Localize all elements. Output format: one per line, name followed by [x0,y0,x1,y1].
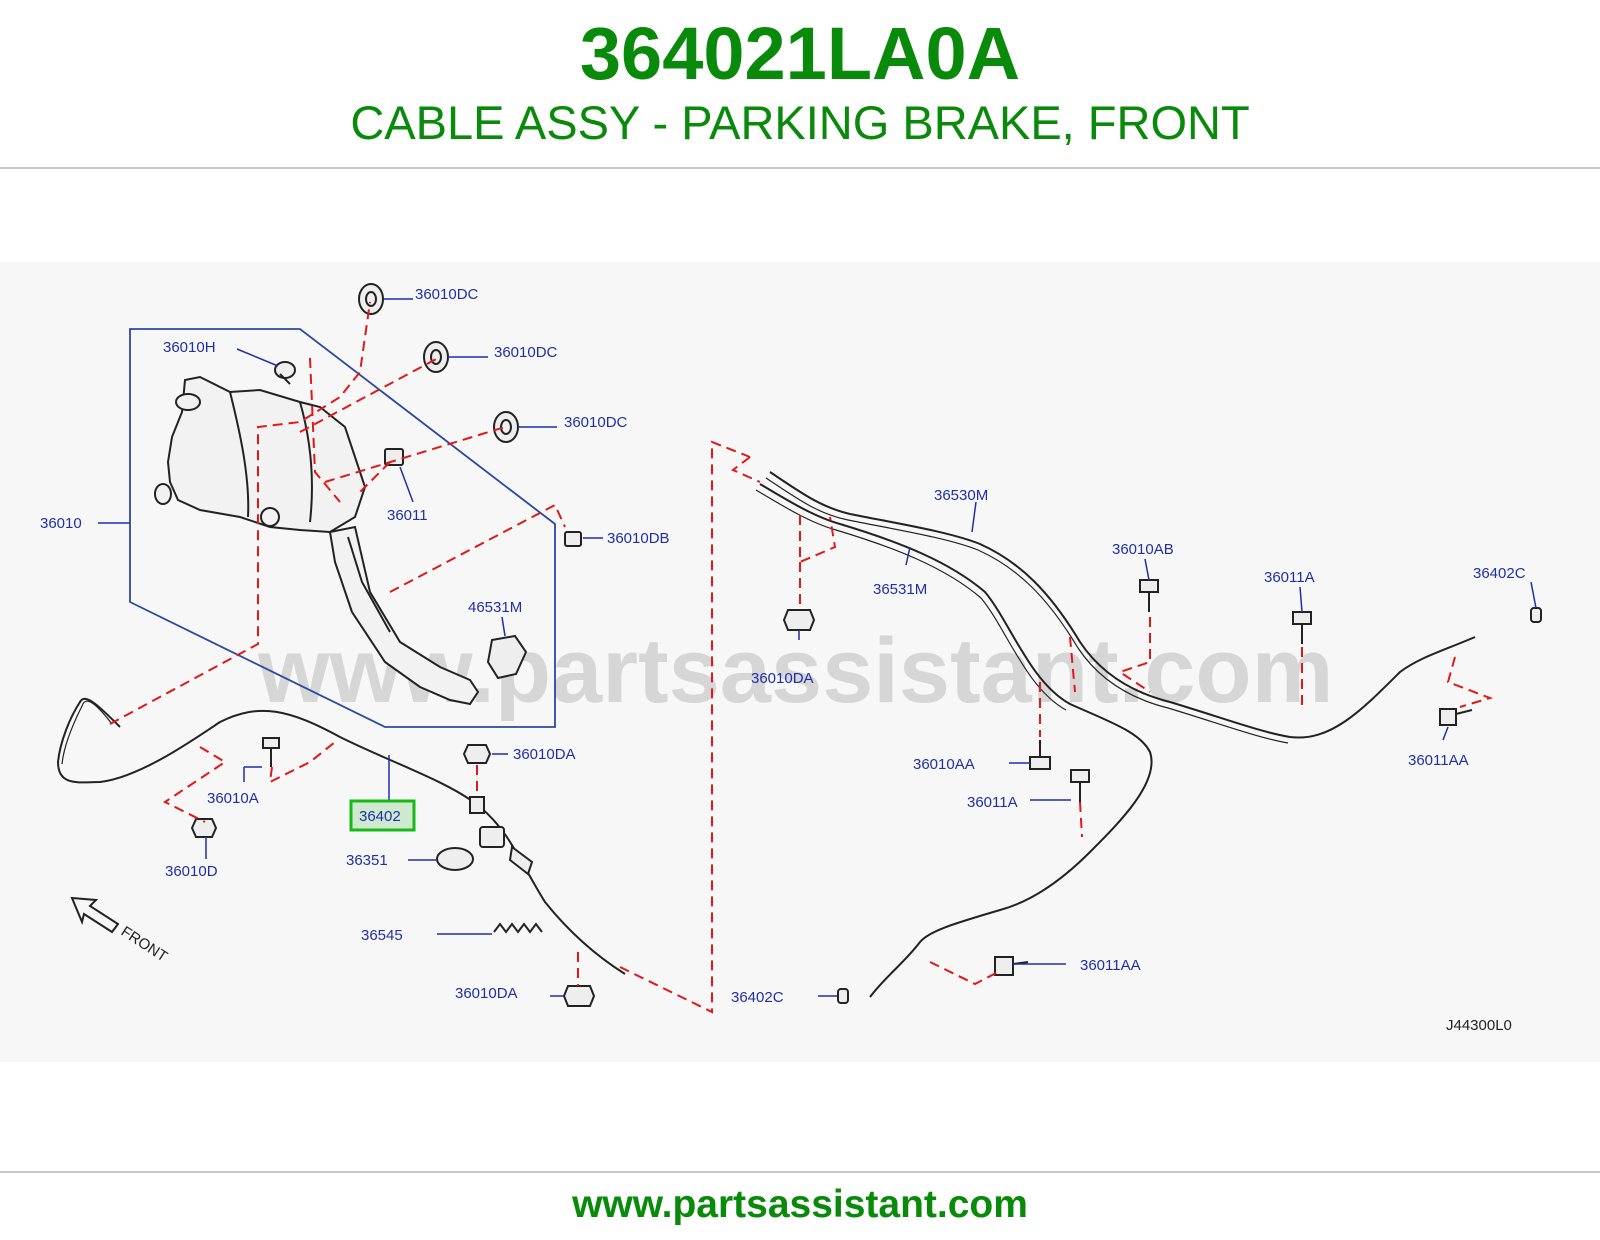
end-36402c-top [1530,607,1542,623]
part-number: 364021LA0A [579,12,1021,95]
pedal-arm [328,525,480,706]
spring-36545 [493,922,543,934]
nut-36010d [190,818,218,838]
label-36011[interactable]: 36011 [387,507,428,524]
label-36351[interactable]: 36351 [346,852,388,869]
footer-divider [0,1171,1600,1173]
label-36010da-rear[interactable]: 36010DA [751,670,814,687]
parts-diagram: www.partsassistant.com [0,262,1600,1062]
bolt-36010a [262,737,280,767]
label-36010a[interactable]: 36010A [207,790,259,807]
label-36010dc-top[interactable]: 36010DC [415,286,479,303]
pedal-assembly-outline [129,328,556,728]
nut-36010da-rear [782,609,816,631]
front-cable-36402 [56,697,626,975]
rear-cable-36531m [755,483,1153,998]
bolt-36010aa [1029,740,1051,770]
footer-url-link[interactable]: www.partsassistant.com [572,1183,1028,1226]
rear-cable-36530m [765,471,1476,744]
label-36010dc-low[interactable]: 36010DC [564,414,628,431]
pedal-bracket [154,375,367,534]
label-36010d[interactable]: 36010D [165,863,218,880]
clip-36011 [384,448,404,466]
label-36010da-upper[interactable]: 36010DA [513,746,576,763]
bolt-36010ab [1139,579,1159,612]
label-36402c-bottom[interactable]: 36402C [731,989,784,1006]
washer-36010dc-low [493,411,519,443]
label-36010aa[interactable]: 36010AA [913,756,975,773]
nut-36010da-lower [562,985,596,1007]
label-46531m[interactable]: 46531M [468,599,522,616]
label-36530m[interactable]: 36530M [934,487,988,504]
front-arrow-icon [70,896,120,934]
bolt-36011a-mid [1070,769,1090,802]
label-36545[interactable]: 36545 [361,927,403,944]
label-36010db[interactable]: 36010DB [607,530,670,547]
label-36010[interactable]: 36010 [40,515,82,532]
highlight-box-36402[interactable] [349,799,416,832]
bolt-36011aa-right [1439,708,1473,726]
end-36402c-bottom [837,988,849,1004]
label-36010da-lower[interactable]: 36010DA [455,985,518,1002]
label-36531m[interactable]: 36531M [873,581,927,598]
washer-36010dc-mid [423,341,449,373]
leader-lines [98,298,1537,997]
label-36402c-top[interactable]: 36402C [1473,565,1526,582]
washer-36010dc-top [358,283,384,315]
pad-46531m [486,634,528,680]
label-36011a-top[interactable]: 36011A [1264,569,1315,586]
front-direction-label: FRONT [118,923,171,965]
diagram-canvas: www.partsassistant.com [40,283,1542,1034]
nut-36010da-upper [462,744,492,764]
bolt-36010h [274,361,296,385]
reference-lines [109,301,1494,1014]
label-36011aa-bottom[interactable]: 36011AA [1080,957,1141,974]
label-36011a-mid[interactable]: 36011A [967,794,1018,811]
label-36010h[interactable]: 36010H [163,339,216,356]
clip-36010db [564,531,582,547]
part-name: CABLE ASSY - PARKING BRAKE, FRONT [350,96,1250,149]
label-36010dc-mid[interactable]: 36010DC [494,344,558,361]
header-divider [0,167,1600,169]
label-36010ab[interactable]: 36010AB [1112,541,1174,558]
drawing-code: J44300L0 [1446,1017,1512,1034]
label-36402[interactable]: 36402 [359,808,401,825]
grommet-36351 [436,847,474,871]
header: 364021LA0A CABLE ASSY - PARKING BRAKE, F… [0,0,1600,168]
label-36011aa-right[interactable]: 36011AA [1408,752,1469,769]
bolt-36011aa-bottom [994,956,1029,976]
